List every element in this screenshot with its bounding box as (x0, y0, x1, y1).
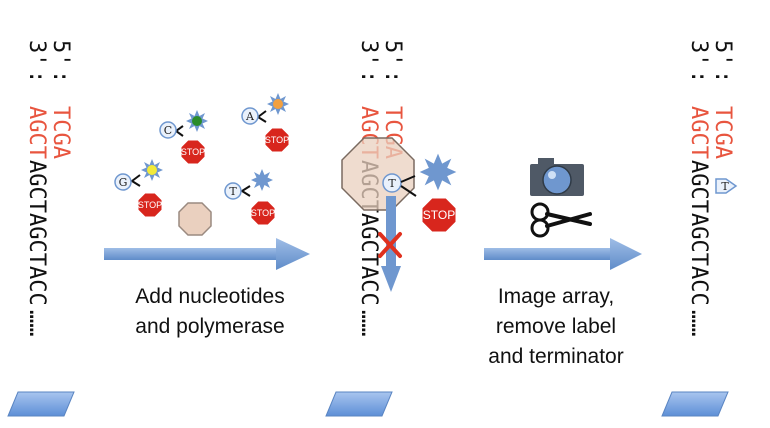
strand-tail: …… (686, 310, 711, 337)
base-circle-t (224, 182, 242, 200)
dye-star-icon (251, 169, 273, 191)
step1-label-line2: and polymerase (135, 315, 284, 338)
stop-sign-icon (137, 192, 163, 218)
template-red-sequence: AGCT (24, 106, 49, 159)
dye-yellow (147, 165, 157, 175)
strand-top-row-3: 5' : TCGA (710, 40, 735, 159)
scissors-icon (530, 202, 592, 238)
dye-green (192, 116, 202, 126)
five-prime-label: 5' (48, 40, 73, 67)
colon-label: : (710, 70, 735, 83)
stop-sign-icon (421, 197, 457, 233)
base-letter-c: C (164, 124, 172, 137)
glass-slide (661, 391, 729, 417)
strand-top-row-1: 5' : TCGA (48, 40, 73, 159)
stop-sign-icon (264, 127, 290, 153)
stop-label: STOP (423, 208, 455, 222)
stop-label: STOP (265, 135, 289, 145)
incorporated-t-nucleotide: T (715, 178, 738, 194)
strand-tail: …… (24, 310, 49, 337)
free-nucleotides: C STOP A STOP G STOP (114, 93, 290, 236)
three-prime-label: 3' (686, 40, 711, 67)
five-prime-label: 5' (710, 40, 735, 67)
colon-label: : (356, 70, 381, 83)
dye-star-icon (419, 153, 457, 191)
strand-column-3: 5' : TCGA 3' : AGCT AGCTAGCTACC …… T (661, 40, 738, 417)
strand-bottom-row-3: 3' : AGCT AGCTAGCTACC …… (686, 40, 711, 337)
three-prime-label: 3' (356, 40, 381, 67)
base-circle-c (159, 121, 177, 139)
strand-bottom-row-1: 3' : AGCT AGCTAGCTACC …… (24, 40, 49, 337)
stop-sign-icon (250, 200, 276, 226)
three-prime-label: 3' (24, 40, 49, 67)
glass-slide (7, 391, 75, 417)
colon-label: : (48, 70, 73, 83)
glass-slide (325, 391, 393, 417)
base-letter-a: A (245, 110, 255, 123)
step2-label-line1: Image array, (498, 285, 614, 308)
stop-label: STOP (181, 147, 205, 157)
colon-label: : (24, 70, 49, 83)
colon-label: : (686, 70, 711, 83)
step1-label-line1: Add nucleotides (135, 285, 284, 308)
base-circle-a (241, 107, 259, 125)
stop-sign-icon (180, 139, 206, 165)
colon-label: : (380, 70, 405, 83)
primer-sequence: TCGA (48, 106, 73, 159)
strand-column-1: 5' : TCGA 3' : AGCT AGCTAGCTACC …… (7, 40, 75, 417)
camera-icon (530, 158, 584, 196)
polymerase-icon (178, 202, 212, 236)
blocked-extension-arrow (378, 196, 402, 292)
nucleotide-a: A STOP (241, 93, 290, 153)
step2-label-line2: remove label (496, 315, 616, 338)
strand-tail: …… (356, 310, 381, 337)
five-prime-label: 5' (380, 40, 405, 67)
stop-label: STOP (138, 200, 162, 210)
template-black-sequence: AGCTAGCTACC (686, 160, 711, 306)
template-black-sequence: AGCTAGCTACC (24, 160, 49, 306)
nucleotide-c: C STOP (159, 110, 208, 165)
process-arrow-1 (104, 238, 310, 270)
stop-label: STOP (251, 208, 275, 218)
primer-sequence: TCGA (710, 106, 735, 159)
base-circle-g (114, 173, 132, 191)
base-letter-t: T (229, 185, 237, 198)
nucleotide-t: T STOP (224, 169, 276, 226)
base-letter-g: G (119, 176, 128, 189)
base-letter-t: T (721, 180, 729, 193)
step2-label-line3: and terminator (488, 345, 623, 368)
block-x-icon (378, 232, 402, 258)
polymerase-icon (341, 137, 415, 211)
base-letter-t: T (388, 177, 396, 190)
strand-column-2: 5' : TCGA 3' : AGCT AGCTAGCTACC …… T STO… (325, 40, 457, 417)
dye-orange (273, 99, 283, 109)
template-red-sequence: AGCT (686, 106, 711, 159)
nucleotide-g: G STOP (114, 159, 163, 218)
process-arrow-2 (484, 238, 642, 270)
base-circle-t (382, 173, 402, 193)
